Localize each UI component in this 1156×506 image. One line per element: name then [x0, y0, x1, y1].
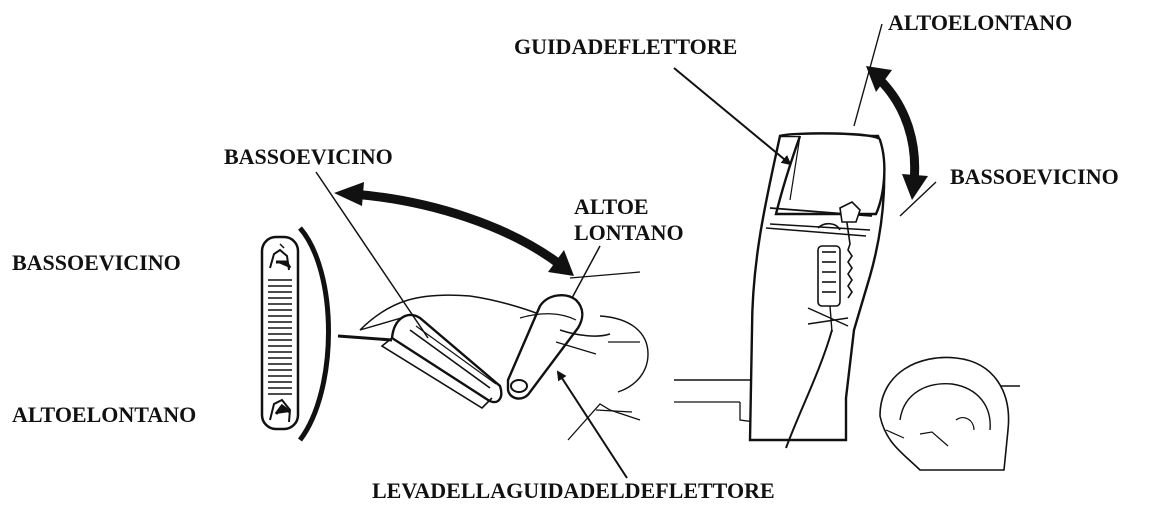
lever-direction-arrow: [334, 182, 574, 276]
label-lever-high-line1: ALTOE: [574, 194, 649, 219]
spring-bracket: [807, 201, 861, 333]
label-chute-guide: GUIDADEFLETTORE: [514, 34, 738, 59]
lever-leader-lines: [315, 171, 628, 479]
label-scale-high: ALTOELONTANO: [12, 402, 197, 427]
label-right-low: BASSOEVICINO: [950, 164, 1119, 189]
low-near-icon: [269, 243, 292, 271]
label-lever-name: LEVADELLAGUIDADELDEFLETTORE: [372, 478, 775, 503]
scale-bracket: [298, 226, 331, 442]
chute-deflector: [774, 132, 886, 216]
position-scale: [260, 235, 300, 431]
high-far-icon: [269, 398, 292, 423]
lever-assembly: [359, 271, 649, 441]
chute-assembly: [674, 132, 1020, 471]
chute-reference-lines: [853, 23, 937, 217]
label-lever-high-line2: LONTANO: [574, 220, 684, 245]
chute-guide-leader: [673, 67, 792, 166]
label-top-right-high: ALTOELONTANO: [888, 10, 1073, 35]
scale-tick-marks: [268, 279, 292, 395]
lever-handle: [506, 294, 584, 400]
label-lever-low: BASSOEVICINO: [224, 144, 393, 169]
chute-direction-arrow: [866, 66, 928, 200]
lever-slot: [390, 313, 503, 404]
control-cable: [785, 329, 833, 449]
label-scale-low: BASSOEVICINO: [12, 250, 181, 275]
